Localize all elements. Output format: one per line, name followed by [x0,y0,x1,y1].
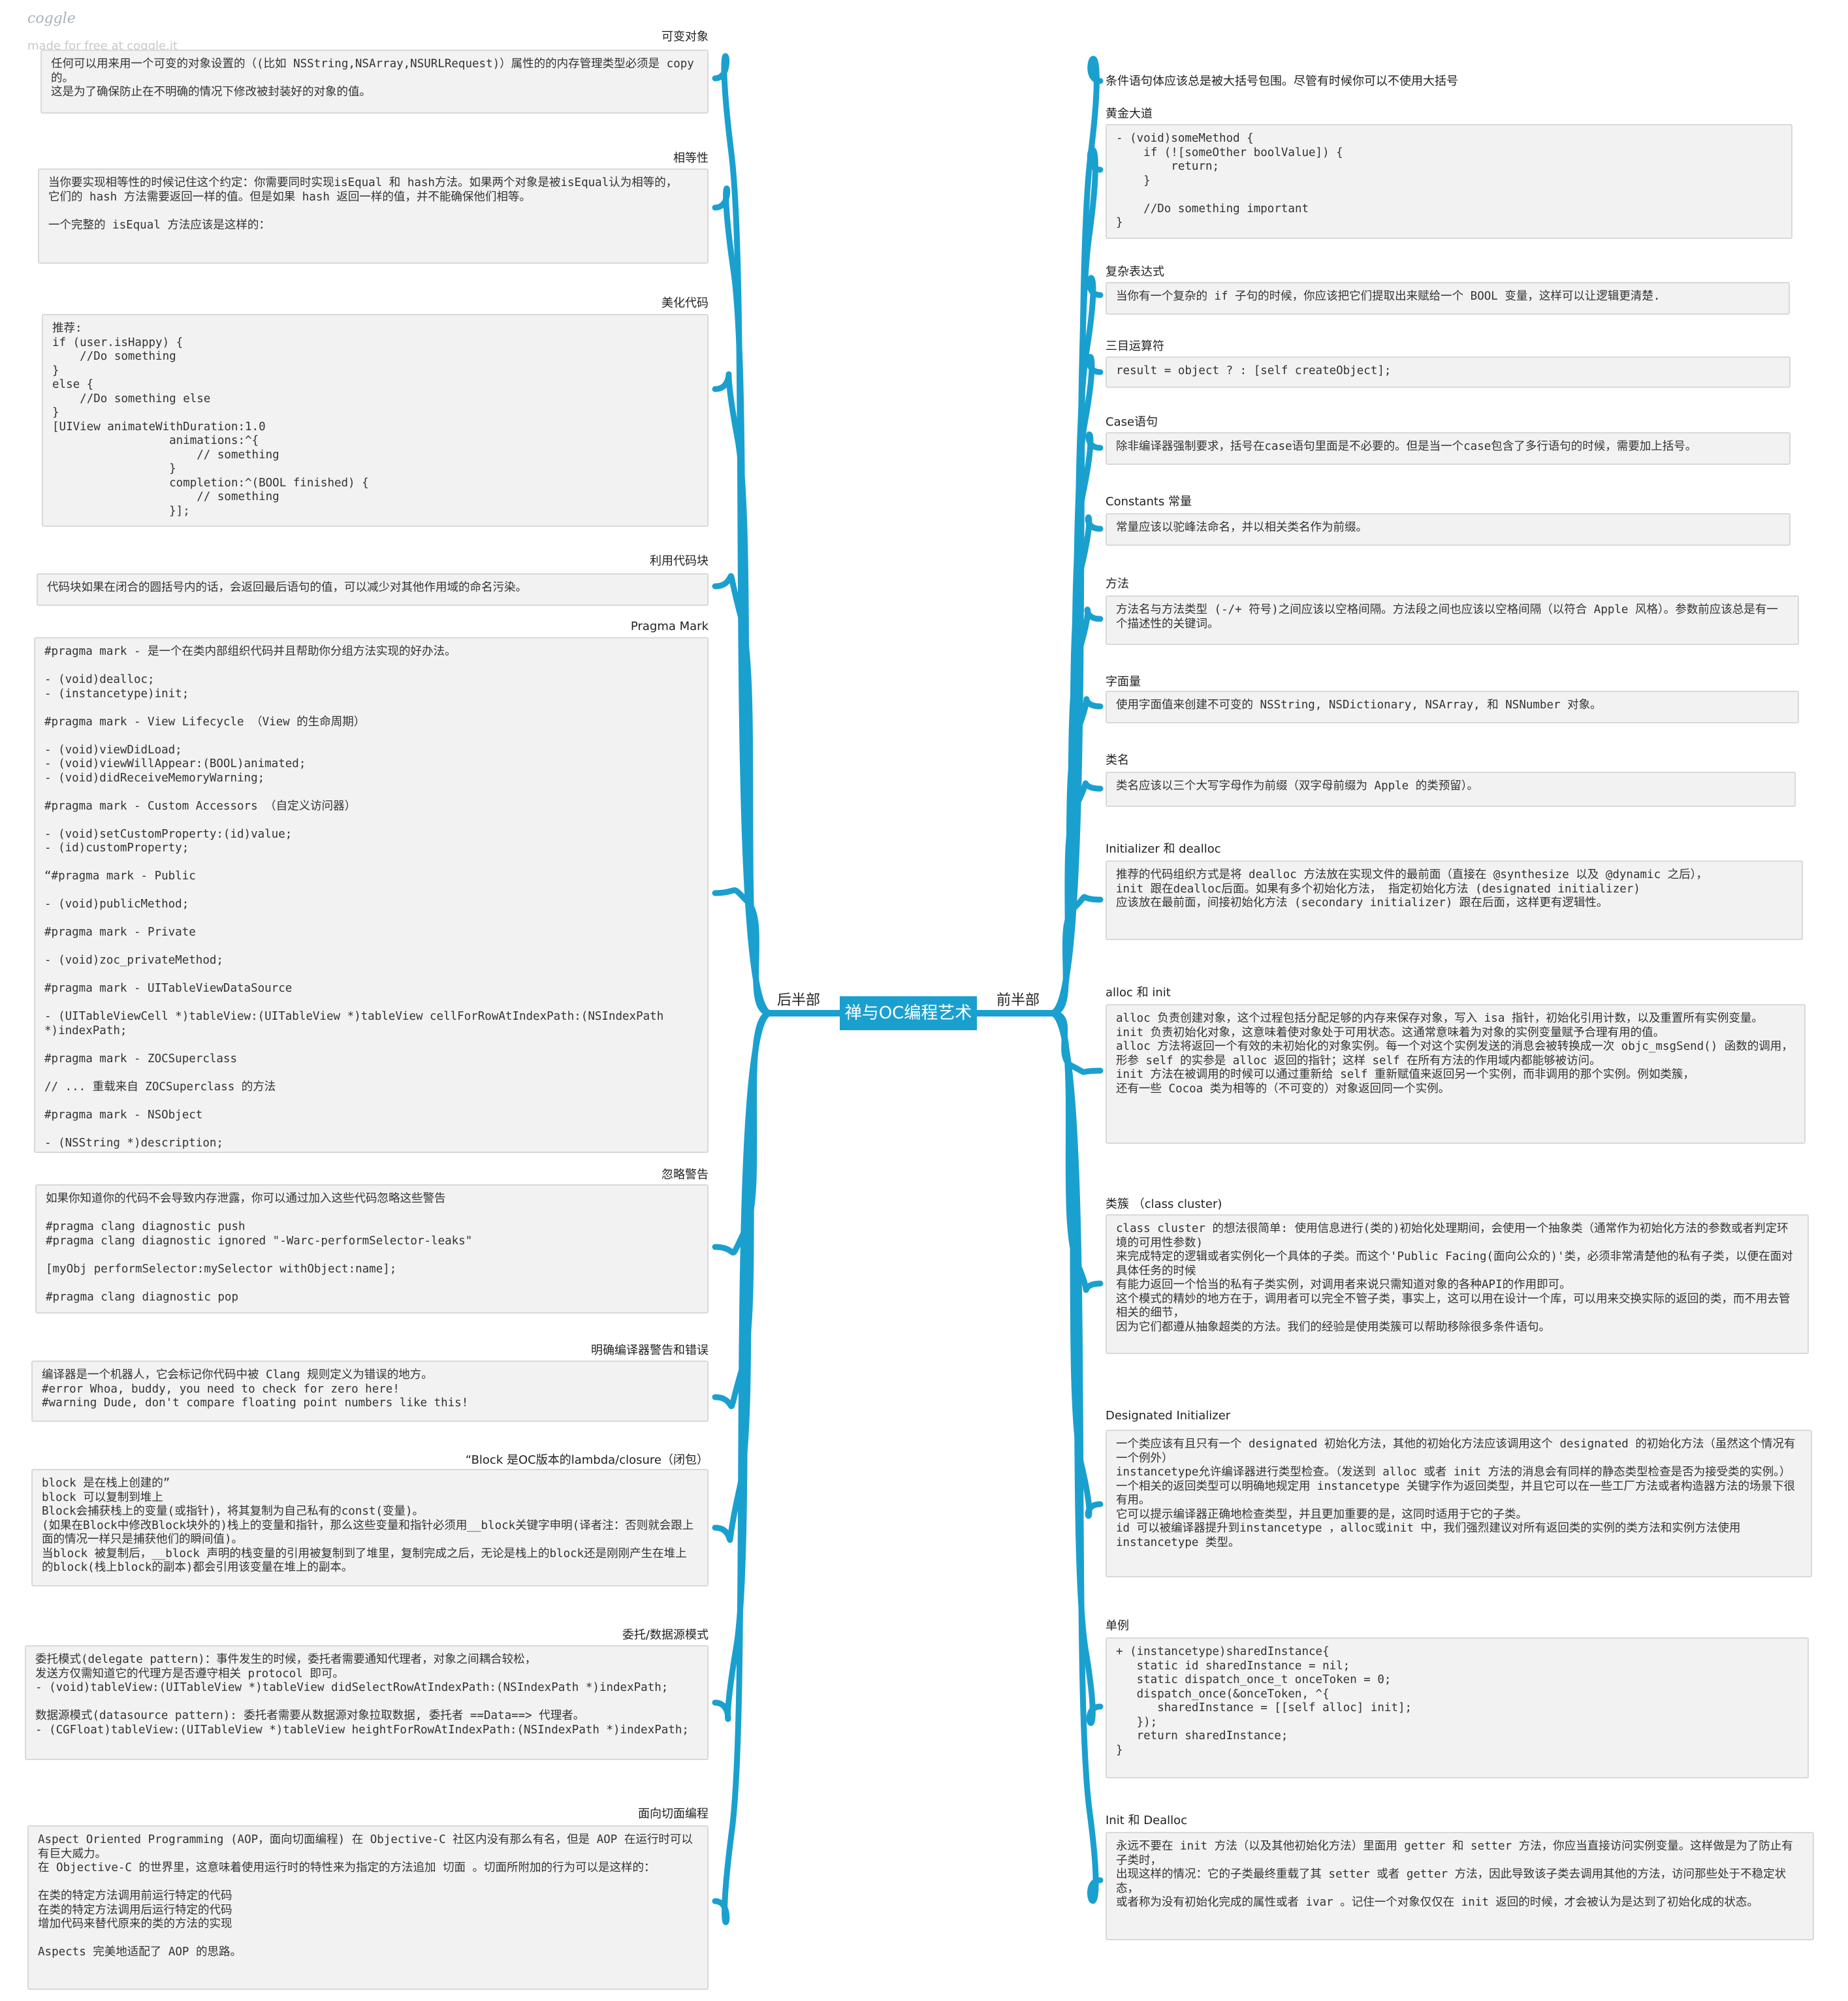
right-half-label[interactable]: 前半部 [996,992,1040,1009]
node-title-class-cluster[interactable]: 类簇 （class cluster) [1106,1197,1222,1211]
left-branch [712,887,774,1016]
node-body-designated-initializer: 一个类应该有且只有一个 designated 初始化方法，其他的初始化方法应该调… [1106,1430,1812,1577]
node-body-compiler-warnings: 编译器是一个机器人，它会标记你代码中被 Clang 规则定义为错误的地方。 #e… [31,1361,709,1422]
node-title-code-blocks[interactable]: 利用代码块 [650,554,709,568]
node-body-complex-expressions: 当你有一个复杂的 if 子句的时候，你应该把它们提取出来赋给一个 BOOL 变量… [1106,282,1790,315]
node-title-ternary[interactable]: 三目运算符 [1106,339,1164,353]
left-branch [712,1010,774,1925]
node-body-golden-path: - (void)someMethod { if (![someOther boo… [1106,124,1792,239]
node-title-initializer-dealloc[interactable]: Initializer 和 dealloc [1106,842,1221,856]
node-body-class-cluster: class cluster 的想法很简单: 使用信息进行(类的)初始化处理期间，… [1106,1214,1809,1354]
node-body-delegate-datasource: 委托模式(delegate pattern)：事件发生的时候，委托者需要通知代理… [25,1645,709,1760]
node-title-equality[interactable]: 相等性 [673,151,709,165]
node-title-aop[interactable]: 面向切面编程 [638,1807,709,1821]
node-title-complex-expressions[interactable]: 复杂表达式 [1106,265,1164,279]
node-title-ignore-warnings[interactable]: 忽略警告 [661,1168,709,1182]
coggle-logo: coggle [27,10,76,27]
node-title-compiler-warnings[interactable]: 明确编译器警告和错误 [591,1344,709,1357]
node-title-pragma-mark[interactable]: Pragma Mark [630,620,709,633]
node-title-beautify-code[interactable]: 美化代码 [661,296,709,310]
node-body-mutable-objects: 任何可以用来用一个可变的对象设置的（(比如 NSString,NSArray,N… [40,50,709,114]
node-title-block-closure[interactable]: “Block 是OC版本的lambda/closure（闭包） [465,1453,709,1467]
node-body-beautify-code: 推荐: if (user.isHappy) { //Do something }… [42,314,709,527]
node-title-mutable-objects[interactable]: 可变对象 [661,30,709,44]
central-topic[interactable]: 禅与OC编程艺术 [840,996,977,1030]
node-body-alloc-init: alloc 负责创建对象，这个过程包括分配足够的内存来保存对象，写入 isa 指… [1106,1004,1806,1144]
node-title-init-dealloc[interactable]: Init 和 Dealloc [1106,1814,1188,1827]
node-body-aop: Aspect Oriented Programming (AOP，面向切面编程)… [27,1825,709,1990]
node-title-golden-path[interactable]: 黄金大道 [1106,107,1153,121]
node-body-constants: 常量应该以驼峰法命名，并以相关类名作为前缀。 [1106,513,1791,546]
node-title-literals[interactable]: 字面量 [1106,675,1141,689]
node-body-block-closure: block 是在栈上创建的” block 可以复制到堆上 Block会捕获栈上的… [31,1469,709,1586]
node-body-equality: 当你要实现相等性的时候记住这个约定：你需要同时实现isEqual 和 hash方… [38,168,709,264]
right-branch [1048,1010,1104,1904]
node-body-ignore-warnings: 如果你知道你的代码不会导致内存泄露，你可以通过加入这些代码忽略这些警告 #pra… [35,1184,709,1314]
node-body-case: 除非编译器强制要求，括号在case语句里面是不必要的。但是当一个case包含了多… [1106,432,1791,465]
node-body-code-blocks: 代码块如果在闭合的圆括号内的话，会返回最后语句的值，可以减少对其他作用域的命名污… [37,573,709,606]
node-body-init-dealloc: 永远不要在 init 方法（以及其他初始化方法）里面用 getter 和 set… [1106,1832,1814,1940]
made-with-coggle-note: made for free at coggle.it [27,39,178,53]
node-body-class-names: 类名应该以三个大写字母作为前缀（双字母前缀为 Apple 的类预留）。 [1106,772,1796,807]
node-title-class-names[interactable]: 类名 [1106,753,1129,767]
node-body-ternary: result = object ? : [self createObject]; [1106,356,1791,388]
node-body-literals: 使用字面值来创建不可变的 NSString, NSDictionary, NSA… [1106,691,1799,723]
left-branch [712,185,774,1016]
node-title-case[interactable]: Case语句 [1106,415,1158,429]
right-branch [1048,894,1104,1016]
node-title-methods[interactable]: 方法 [1106,577,1129,591]
node-title-designated-initializer[interactable]: Designated Initializer [1106,1409,1231,1423]
node-title-delegate-datasource[interactable]: 委托/数据源模式 [622,1628,709,1642]
node-body-methods: 方法名与方法类型 (-/+ 符号)之间应该以空格间隔。方法段之间也应该以空格间隔… [1106,595,1799,645]
node-body-initializer-dealloc: 推荐的代码组织方式是将 dealloc 方法放在实现文件的最前面（直接在 @sy… [1106,860,1803,940]
node-title-singleton[interactable]: 单例 [1106,1619,1129,1633]
node-title-alloc-init[interactable]: alloc 和 init [1106,986,1171,1000]
node-body-singleton: + (instancetype)sharedInstance{ static i… [1106,1637,1809,1778]
left-half-label[interactable]: 后半部 [777,992,821,1009]
node-body-pragma-mark: #pragma mark - 是一个在类内部组织代码并且帮助你分组方法实现的好办… [34,637,709,1153]
node-braces-rule[interactable]: 条件语句体应该总是被大括号包围。尽管有时候你可以不使用大括号 [1106,74,1458,88]
node-title-constants[interactable]: Constants 常量 [1106,495,1192,509]
